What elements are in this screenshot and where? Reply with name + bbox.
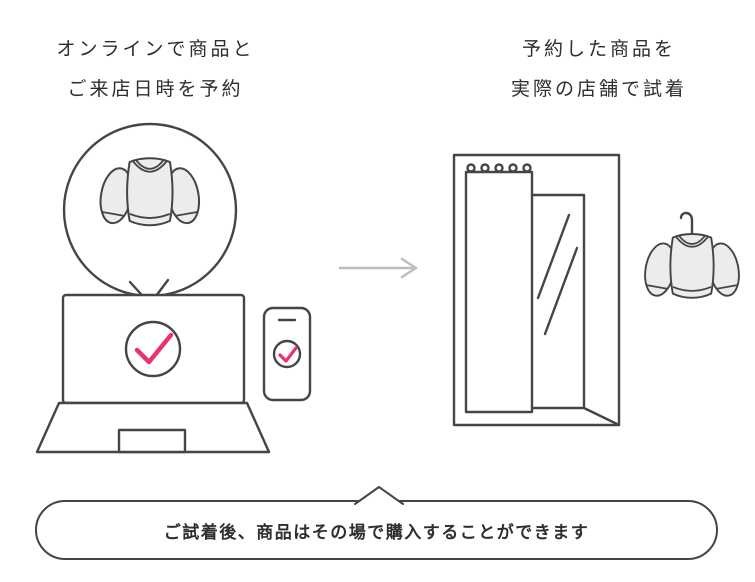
footer-note-bubble: ご試着後、商品はその場で購入することができます	[35, 500, 718, 560]
left-step-title-line1: オンラインで商品と	[56, 39, 255, 60]
sweater-icon	[644, 233, 740, 299]
fitting-room-illustration	[452, 153, 740, 427]
left-step-title-line2: ご来店日時を予約	[67, 79, 244, 100]
bubble-pointer-icon	[354, 486, 404, 505]
footer-note-text: ご試着後、商品はその場で購入することができます	[163, 522, 590, 542]
left-step-title: オンラインで商品と ご来店日時を予約	[38, 30, 273, 110]
checkmark-icon	[272, 339, 302, 369]
arrow-right-icon	[338, 257, 418, 279]
right-step-title-line1: 予約した商品を	[521, 39, 676, 60]
right-step-title-line2: 実際の店舗で試着	[510, 79, 687, 100]
laptop-icon	[35, 293, 271, 454]
curtain-icon	[464, 163, 534, 414]
right-step-title: 予約した商品を 実際の店舗で試着	[478, 30, 720, 110]
sweater-icon	[99, 157, 201, 227]
fitting-room-icon	[452, 153, 621, 427]
smartphone-icon	[262, 306, 312, 402]
floor-line	[582, 406, 621, 427]
mirror-icon	[528, 193, 586, 410]
hanger-icon	[679, 211, 694, 240]
online-reservation-illustration	[35, 122, 312, 454]
checkmark-icon	[124, 320, 182, 378]
